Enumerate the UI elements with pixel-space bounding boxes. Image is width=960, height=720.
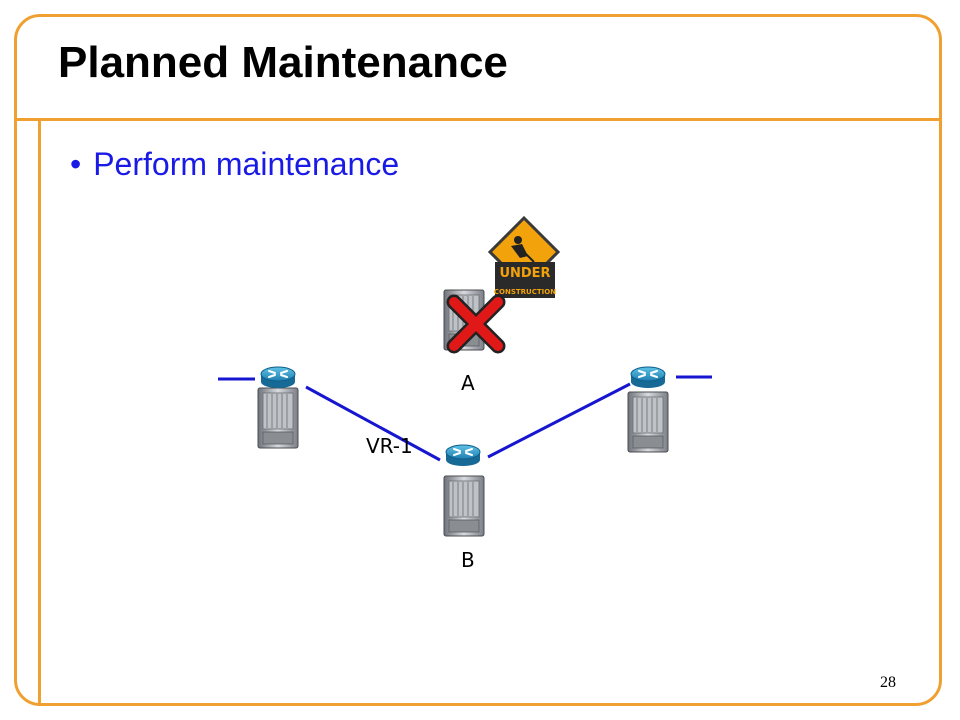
server-chassis-icon [443, 475, 485, 537]
sign-text-under: UNDER [499, 266, 550, 281]
link-left-to-b [305, 385, 441, 462]
router-icon [260, 366, 296, 389]
router-b[interactable] [443, 444, 485, 537]
side-divider [38, 118, 41, 706]
router-right[interactable] [627, 366, 669, 453]
bullet-item: • Perform maintenance [70, 146, 399, 183]
page-number: 28 [880, 674, 896, 691]
link-label-vr1: VR-1 [366, 434, 413, 458]
router-left[interactable] [257, 366, 299, 449]
bullet-text: Perform maintenance [93, 146, 400, 182]
link-b-to-right [487, 382, 631, 459]
router-icon [630, 366, 666, 389]
title-divider [14, 118, 942, 121]
node-label-b: B [461, 548, 475, 572]
under-construction-sign-icon: UNDER CONSTRUCTION [487, 215, 561, 298]
router-icon [445, 444, 481, 467]
slide-title: Planned Maintenance [58, 38, 508, 87]
server-chassis-icon [627, 391, 669, 453]
slide-frame [14, 14, 942, 706]
sign-text-construction: CONSTRUCTION [494, 288, 556, 296]
server-chassis-icon [257, 387, 299, 449]
bullet-marker: • [70, 146, 82, 182]
red-x-icon [446, 294, 506, 354]
node-label-a: A [461, 371, 475, 395]
